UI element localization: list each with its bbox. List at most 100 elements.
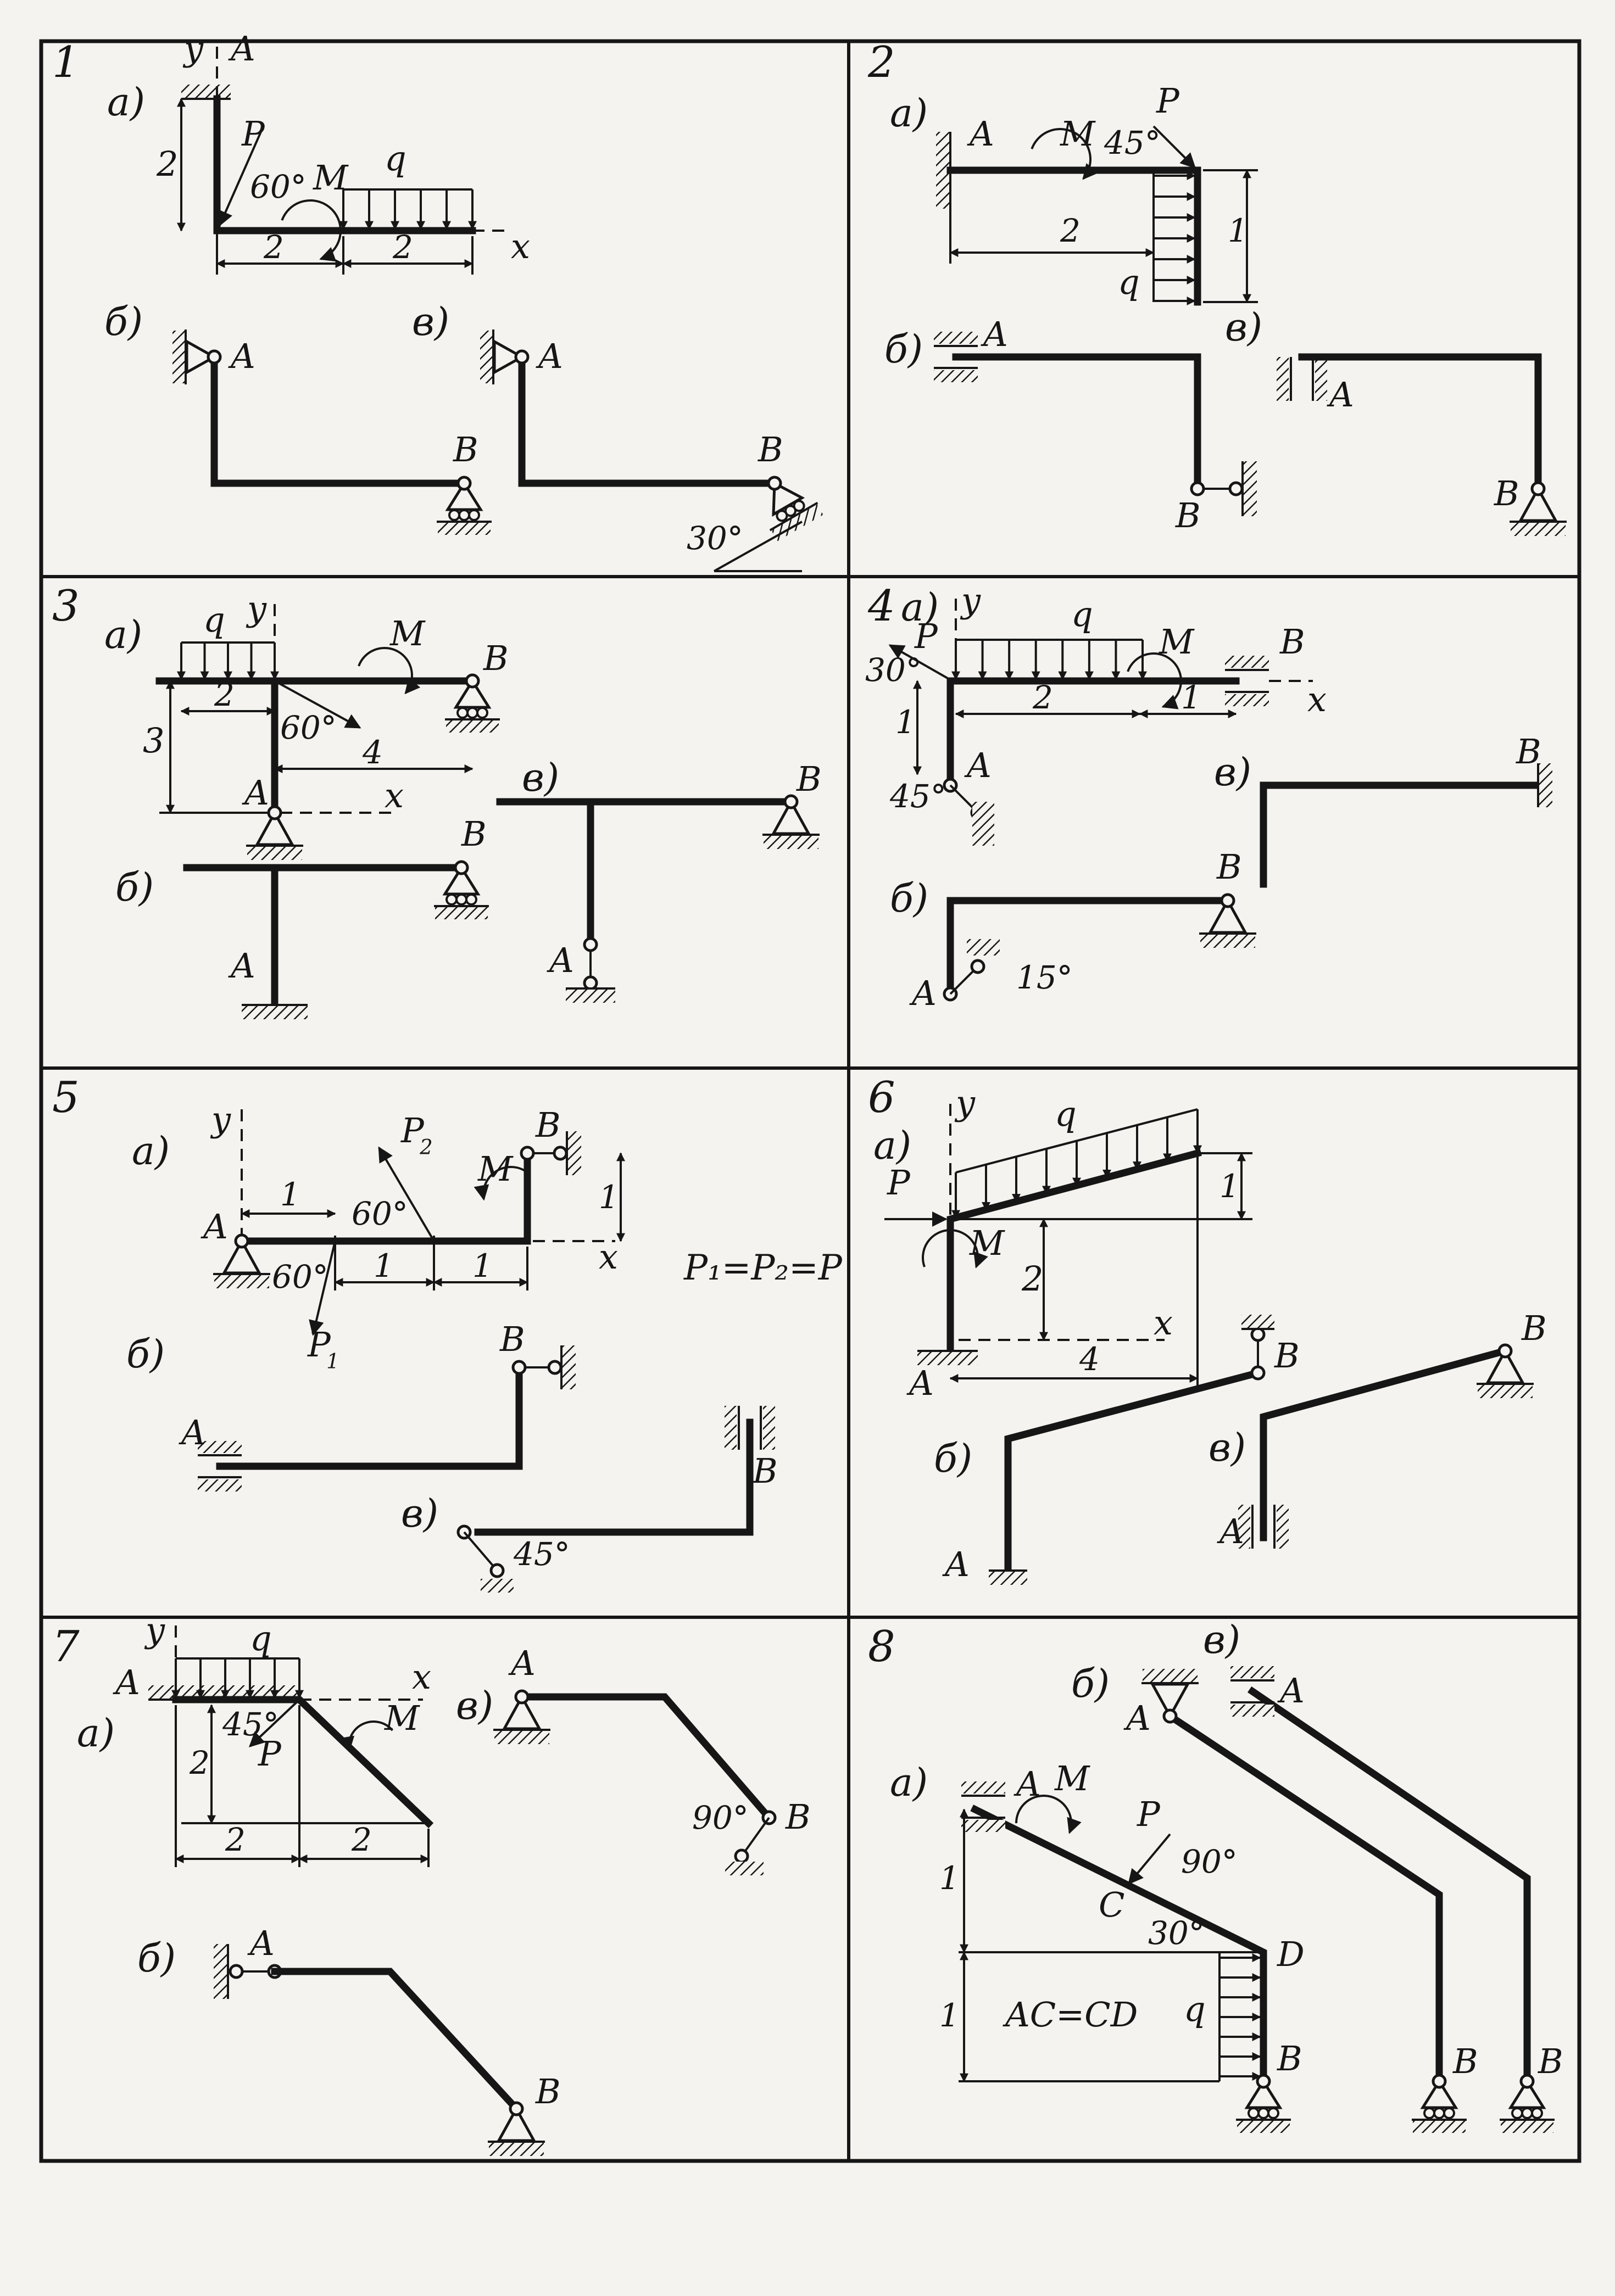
load-q bbox=[1152, 170, 1196, 305]
load-label-q: q bbox=[1071, 594, 1093, 634]
dimension-value: 2 bbox=[189, 1744, 210, 1781]
slider-hatch bbox=[961, 1781, 1005, 1794]
link-hinge-icon bbox=[553, 1146, 568, 1161]
force-label-P2: P bbox=[400, 1110, 425, 1150]
ground-hatch bbox=[494, 1731, 549, 1744]
equal-segments-note: AC=CD bbox=[1003, 1995, 1138, 2035]
wall-hatch bbox=[563, 1345, 576, 1389]
force-label-P: P bbox=[887, 1163, 911, 1203]
ground-hatch bbox=[1200, 935, 1255, 948]
roller-support-B bbox=[434, 860, 489, 919]
subfigure-label: a) bbox=[890, 1760, 928, 1805]
link-hinge-icon bbox=[229, 1964, 244, 1979]
point-label-A: A bbox=[247, 1923, 275, 1963]
roller-wheel bbox=[1443, 2107, 1455, 2119]
load-q bbox=[177, 641, 279, 680]
link-hinge-icon bbox=[1250, 1365, 1266, 1381]
sliding-clamp-A bbox=[198, 1441, 242, 1491]
dimension-value: 2 bbox=[214, 676, 235, 713]
slider-hatch bbox=[725, 1406, 737, 1450]
point-label-B: B bbox=[535, 2071, 561, 2111]
angle-label: 45° bbox=[222, 1706, 279, 1743]
subfigure-label: б) bbox=[104, 299, 143, 344]
moment-M bbox=[1015, 1795, 1082, 1834]
roller-hinge-icon bbox=[767, 476, 782, 491]
frame-4v bbox=[1260, 781, 1542, 888]
link-hinge-icon bbox=[1250, 1327, 1266, 1342]
pin-support-B bbox=[762, 794, 820, 849]
roller-wheel bbox=[465, 893, 477, 906]
force-label-P1-subscript: 1 bbox=[326, 1350, 339, 1373]
roller-support-B bbox=[1236, 2074, 1291, 2133]
moment-M bbox=[1031, 128, 1099, 180]
roller-wheel bbox=[1521, 2107, 1533, 2119]
slider-hatch bbox=[1238, 1505, 1250, 1549]
pin-hinge-icon bbox=[509, 2101, 524, 2116]
point-label-B: B bbox=[1516, 731, 1541, 772]
point-label-B: B bbox=[796, 759, 822, 799]
pin-support-A bbox=[493, 1689, 550, 1744]
roller-wheel bbox=[445, 893, 458, 906]
subfigure-label: a) bbox=[890, 91, 928, 136]
ground-hatch bbox=[247, 847, 302, 860]
force-label-P: P bbox=[914, 616, 938, 656]
slider-hatch bbox=[1315, 357, 1327, 401]
y-axis-label: y bbox=[960, 580, 981, 621]
ground-hatch bbox=[1241, 1315, 1274, 1328]
ground-hatch bbox=[917, 1352, 978, 1365]
y-axis-label: y bbox=[144, 1610, 165, 1650]
ground-hatch bbox=[446, 720, 499, 733]
point-label-A: A bbox=[547, 940, 574, 980]
wall-hatch bbox=[480, 331, 492, 383]
point-label-A: A bbox=[967, 114, 994, 154]
subfigure-label: б) bbox=[884, 327, 923, 372]
y-axis-label: y bbox=[954, 1083, 976, 1123]
slider-hatch bbox=[198, 1479, 242, 1491]
load-q bbox=[951, 639, 1147, 680]
moment-label-M: M bbox=[1060, 114, 1096, 154]
link-hinge-icon bbox=[734, 1848, 749, 1864]
ground-hatch bbox=[1501, 2121, 1553, 2133]
incline-line bbox=[714, 521, 803, 572]
moment-M bbox=[281, 199, 342, 262]
slider-hatch bbox=[1230, 1705, 1274, 1717]
point-label-A: A bbox=[536, 336, 563, 376]
slider-hatch bbox=[1277, 1505, 1289, 1549]
link-rod bbox=[740, 1817, 770, 1857]
subfigure-label: б) bbox=[137, 1936, 176, 1981]
wall-hatch bbox=[214, 1944, 227, 1999]
fixed-support-A bbox=[917, 1350, 978, 1365]
ground-hatch bbox=[489, 2143, 544, 2156]
angle-label: 30° bbox=[1148, 1914, 1205, 1952]
point-label-B: B bbox=[499, 1319, 525, 1359]
panel-number: 8 bbox=[868, 1622, 895, 1672]
panel-number: 7 bbox=[52, 1622, 80, 1672]
sliding-clamp-A bbox=[934, 332, 978, 382]
point-label-B: B bbox=[535, 1105, 561, 1145]
ground-hatch bbox=[566, 990, 615, 1003]
inclined-wall-hatch bbox=[972, 802, 994, 846]
roller-hinge-icon bbox=[454, 860, 469, 875]
fixed-support-A bbox=[242, 1004, 308, 1019]
dimension-value: 2 bbox=[156, 144, 178, 184]
point-label-B: B bbox=[1494, 473, 1519, 513]
subfigure-label: в) bbox=[1225, 305, 1262, 350]
point-label-D: D bbox=[1277, 1934, 1305, 1974]
point-label-A: A bbox=[113, 1662, 140, 1702]
point-label-A: A bbox=[201, 1206, 228, 1247]
force-label-P: P bbox=[258, 1734, 282, 1774]
angle-label: 60° bbox=[280, 709, 337, 746]
roller-hinge-icon bbox=[465, 673, 480, 689]
load-q bbox=[171, 1657, 304, 1699]
link-hinge-icon bbox=[511, 1360, 527, 1375]
point-label-A: A bbox=[228, 29, 255, 69]
y-axis-label: y bbox=[182, 29, 204, 69]
point-label-B: B bbox=[1274, 1336, 1300, 1376]
force-P bbox=[218, 131, 262, 227]
subfigure-label: в) bbox=[1209, 1425, 1246, 1470]
subfigure-label: a) bbox=[901, 585, 939, 630]
roller-wheel bbox=[455, 893, 467, 906]
slider-hatch bbox=[1225, 694, 1269, 706]
angle-label: 30° bbox=[687, 519, 743, 557]
